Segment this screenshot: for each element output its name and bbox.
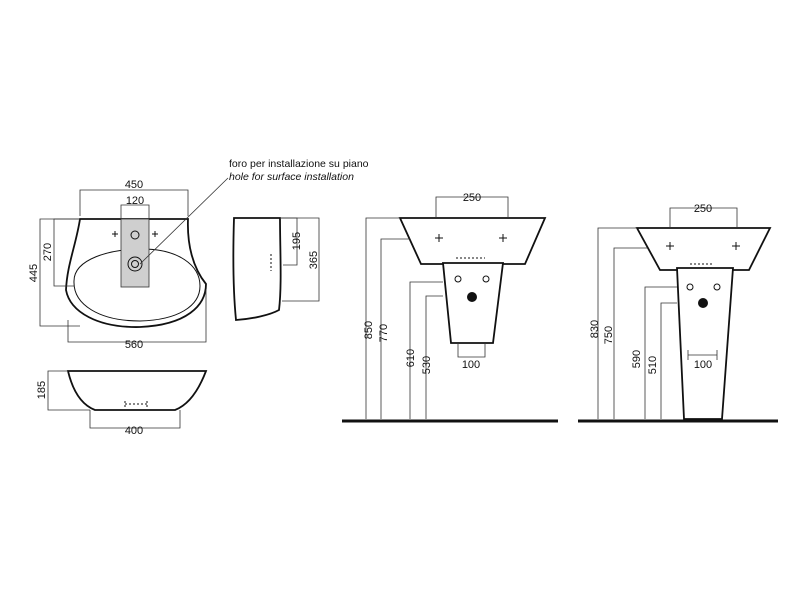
tap-mark-b-right [732, 242, 740, 250]
dim-line-610 [409, 281, 443, 419]
basin-side-outline [232, 217, 282, 321]
dim-line-850 [365, 217, 400, 419]
fixing-hole-b-right [713, 283, 721, 291]
dim-365-label: 365 [308, 251, 320, 269]
dim-line-750 [613, 247, 647, 419]
fixing-hole-a-right [482, 275, 490, 283]
basin-front-outline [66, 370, 208, 411]
note-italian: foro per installazione su piano [229, 158, 369, 170]
drain-hole-inner [131, 260, 139, 268]
dim-610-label: 610 [405, 349, 417, 367]
dim-line-250-a [435, 196, 509, 218]
basin-a-outline [398, 217, 547, 265]
dim-line-560 [67, 290, 207, 343]
dim-line-770 [380, 238, 410, 419]
dim-line-270 [53, 218, 80, 287]
fixing-hole-b-left [686, 283, 694, 291]
dim-line-185 [47, 370, 90, 411]
side-view: 195 365 [232, 217, 320, 321]
dim-line-590 [644, 286, 677, 419]
dim-line-250-b [669, 207, 738, 228]
pedestal-b-view: 250 830 750 590 510 100 [578, 203, 778, 423]
dim-770-label: 770 [378, 324, 390, 342]
dim-750-label: 750 [603, 326, 615, 344]
dim-line-830 [597, 227, 637, 419]
dim-185-label: 185 [36, 381, 48, 399]
dim-195-label: 195 [291, 232, 303, 250]
dim-560-label: 560 [125, 339, 143, 351]
dim-530-label: 530 [421, 356, 433, 374]
dim-line-510 [660, 302, 677, 419]
fixing-mark-right [152, 231, 158, 237]
dim-250-b-label: 250 [694, 203, 712, 215]
dim-line-365 [280, 217, 320, 302]
dim-line-530 [425, 295, 443, 419]
full-pedestal-b [676, 267, 734, 420]
dim-100-b-label: 100 [694, 359, 712, 371]
waste-outlet-a [467, 292, 477, 302]
dim-445-label: 445 [28, 264, 40, 282]
fixing-hole-a-left [454, 275, 462, 283]
dim-400-label: 400 [125, 425, 143, 437]
dim-100-a-label: 100 [462, 359, 480, 371]
waste-outlet-b [698, 298, 708, 308]
tap-mark-b-left [666, 242, 674, 250]
dim-250-a-label: 250 [463, 192, 481, 204]
semi-pedestal-a [442, 262, 505, 344]
dim-450-label: 450 [125, 179, 143, 191]
dim-line-120 [120, 204, 150, 219]
pedestal-a-view: 250 850 770 610 530 100 [342, 192, 558, 423]
note-leader-line [139, 177, 229, 265]
front-hidden-line [124, 401, 148, 408]
dim-line-100-a [457, 343, 486, 358]
dim-590-label: 590 [631, 350, 643, 368]
dim-line-450 [79, 189, 189, 216]
tap-mark-a-right [499, 234, 507, 242]
tap-hole-zone [120, 218, 150, 288]
tap-hole [130, 230, 140, 240]
dim-tick-100-b [687, 350, 718, 360]
drain-hole-outer [127, 256, 143, 272]
top-view: 450 120 560 445 270 [28, 179, 207, 351]
fixing-mark-left [112, 231, 118, 237]
dim-850-label: 850 [363, 321, 375, 339]
tap-mark-a-left [435, 234, 443, 242]
note-english: hole for surface installation [229, 171, 354, 183]
dim-830-label: 830 [589, 320, 601, 338]
basin-b-outline [635, 227, 772, 271]
installation-note: foro per installazione su piano hole for… [139, 158, 369, 265]
dim-120-label: 120 [126, 195, 144, 207]
dim-510-label: 510 [647, 356, 659, 374]
dim-line-400 [89, 410, 181, 429]
dim-270-label: 270 [42, 243, 54, 261]
basin-bowl-outline [73, 248, 201, 322]
front-view: 185 400 [36, 370, 208, 437]
